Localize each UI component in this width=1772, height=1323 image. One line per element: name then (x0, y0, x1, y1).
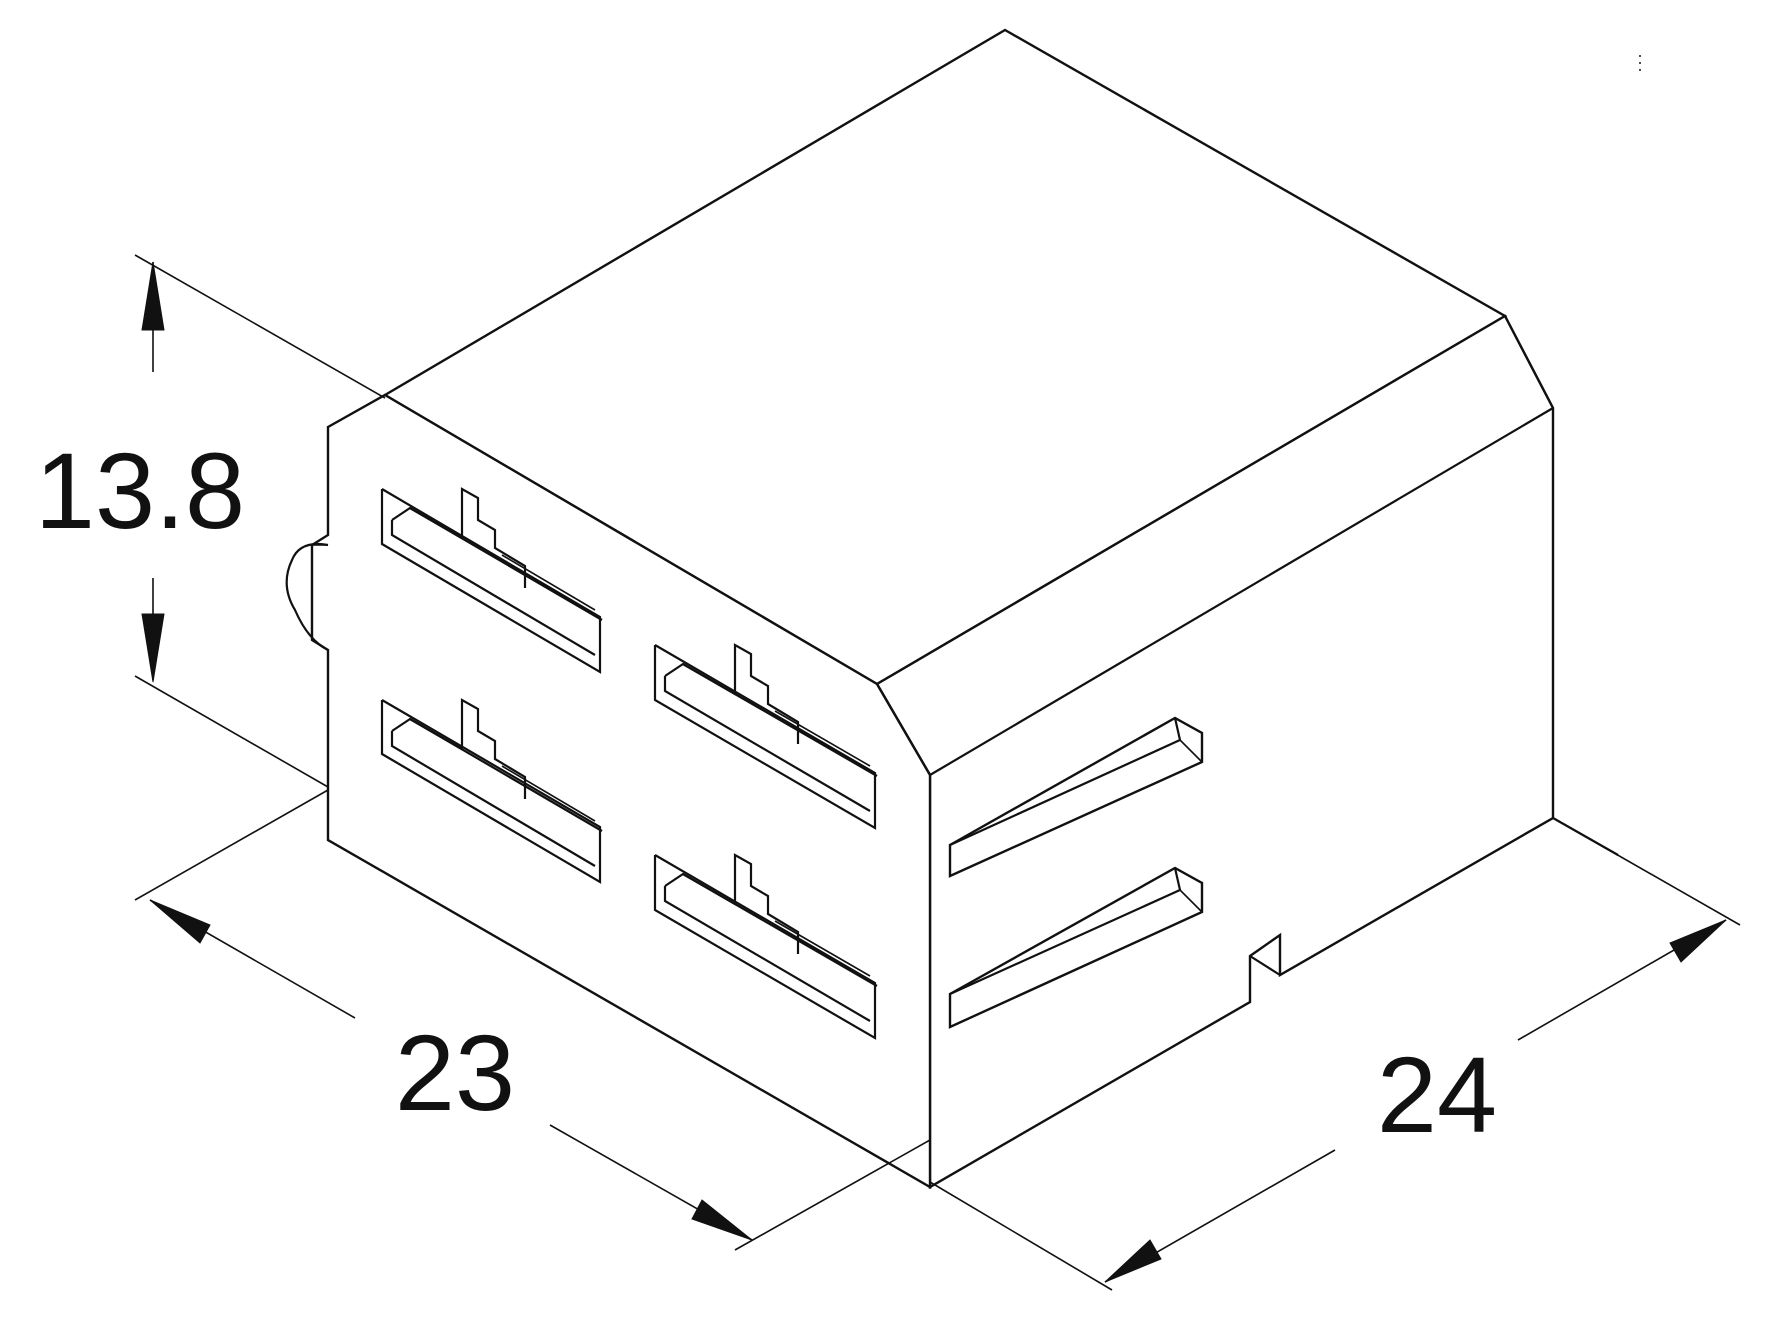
terminal-cavity-bottom-right (653, 853, 878, 1040)
arrow-height-top (141, 261, 165, 331)
arrow-height-bottom (141, 613, 165, 683)
arrow-depth-left (1104, 1239, 1162, 1283)
lock-ramp-upper (948, 716, 1204, 878)
dimension-depth: 24 (929, 817, 1741, 1291)
terminal-cavity-bottom-left (380, 698, 603, 884)
terminal-cavity-top-right (653, 643, 878, 830)
dimension-width-label: 23 (395, 1012, 515, 1133)
dimension-width: 23 (134, 789, 931, 1251)
dimension-height: 13.8 (35, 254, 386, 788)
arrow-width-left (149, 899, 211, 944)
terminal-cavity-top-left (380, 487, 603, 674)
latch-tab (285, 542, 329, 651)
dimension-depth-label: 24 (1377, 1034, 1497, 1155)
arrow-width-right (691, 1199, 753, 1241)
dimension-height-label: 13.8 (35, 430, 245, 551)
lock-ramp-lower (948, 866, 1204, 1029)
arrow-depth-right (1669, 919, 1727, 963)
